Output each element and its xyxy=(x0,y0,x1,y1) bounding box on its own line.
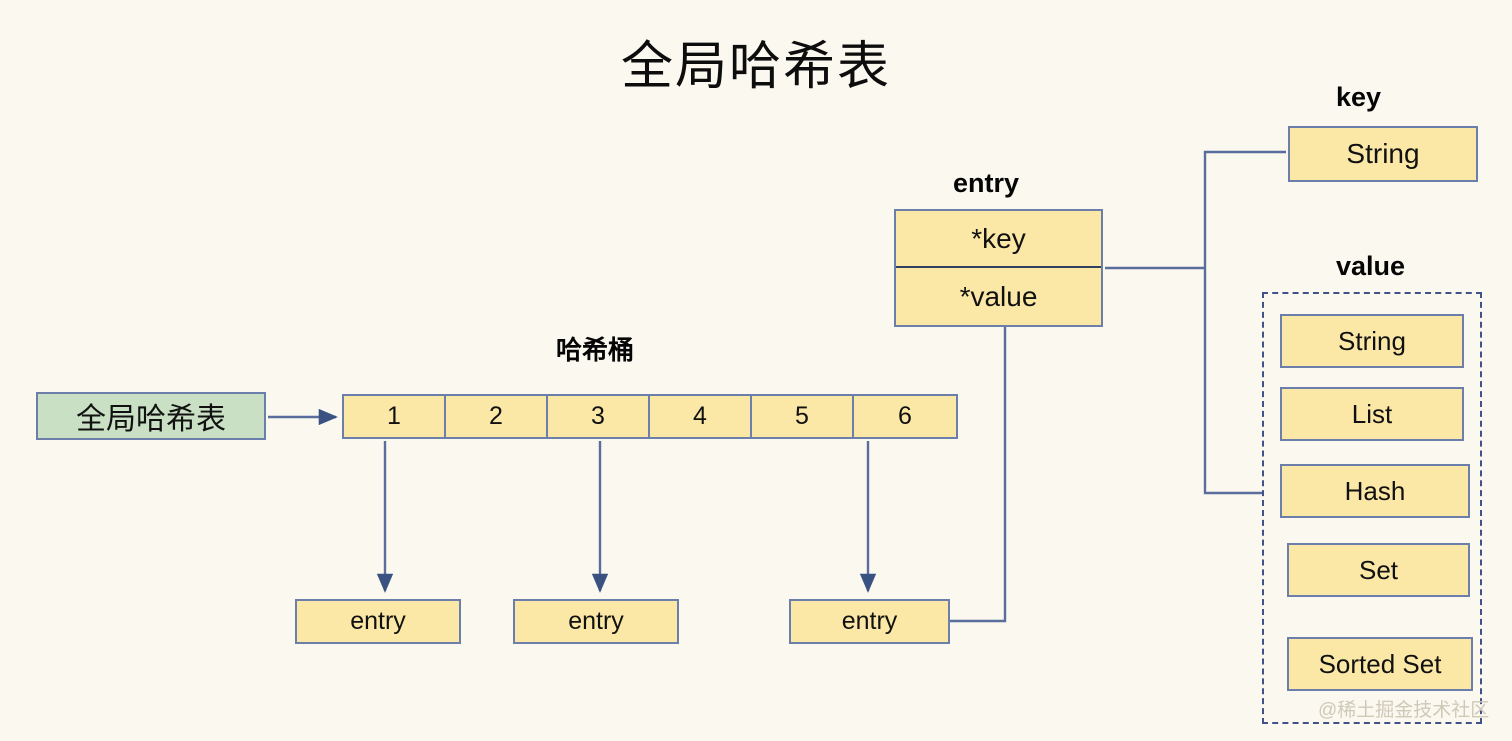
entry-field-key[interactable]: *key xyxy=(896,211,1101,268)
connector-entry3-to-struct xyxy=(950,327,1007,623)
value-type-set[interactable]: Set xyxy=(1287,543,1470,597)
hash-bucket-array: 1 2 3 4 5 6 xyxy=(342,394,958,439)
bucket-cell-5[interactable]: 5 xyxy=(752,396,854,437)
key-section-label: key xyxy=(1336,82,1382,112)
entry-field-value[interactable]: *value xyxy=(959,280,1038,312)
value-type-string[interactable]: String xyxy=(1280,314,1464,368)
value-types-group xyxy=(1262,292,1482,724)
value-section-label: value xyxy=(1336,251,1406,281)
watermark: @稀土掘金技术社区 xyxy=(1318,700,1490,721)
hash-bucket-label: 哈希桶 xyxy=(556,335,635,365)
connector-branch-to-key xyxy=(1203,150,1286,268)
connector-branch-to-value xyxy=(1203,268,1262,495)
bucket-cell-6[interactable]: 6 xyxy=(898,402,912,430)
entry-node-3[interactable]: entry xyxy=(789,599,950,644)
entry-node-2[interactable]: entry xyxy=(513,599,679,644)
bucket-cell-3[interactable]: 3 xyxy=(548,396,650,437)
value-type-sorted-set[interactable]: Sorted Set xyxy=(1287,637,1473,691)
key-type-string[interactable]: String xyxy=(1288,126,1478,182)
value-type-hash[interactable]: Hash xyxy=(1280,464,1470,518)
value-type-list[interactable]: List xyxy=(1280,387,1464,441)
page-title: 全局哈希表 xyxy=(620,38,891,96)
global-hash-table-box[interactable]: 全局哈希表 xyxy=(36,392,266,440)
bucket-cell-4[interactable]: 4 xyxy=(650,396,752,437)
bucket-cell-2[interactable]: 2 xyxy=(446,396,548,437)
bucket-cell-1[interactable]: 1 xyxy=(344,396,446,437)
entry-struct-label: entry xyxy=(953,168,1020,198)
entry-node-1[interactable]: entry xyxy=(295,599,461,644)
entry-struct-box: *key *value xyxy=(894,209,1103,327)
